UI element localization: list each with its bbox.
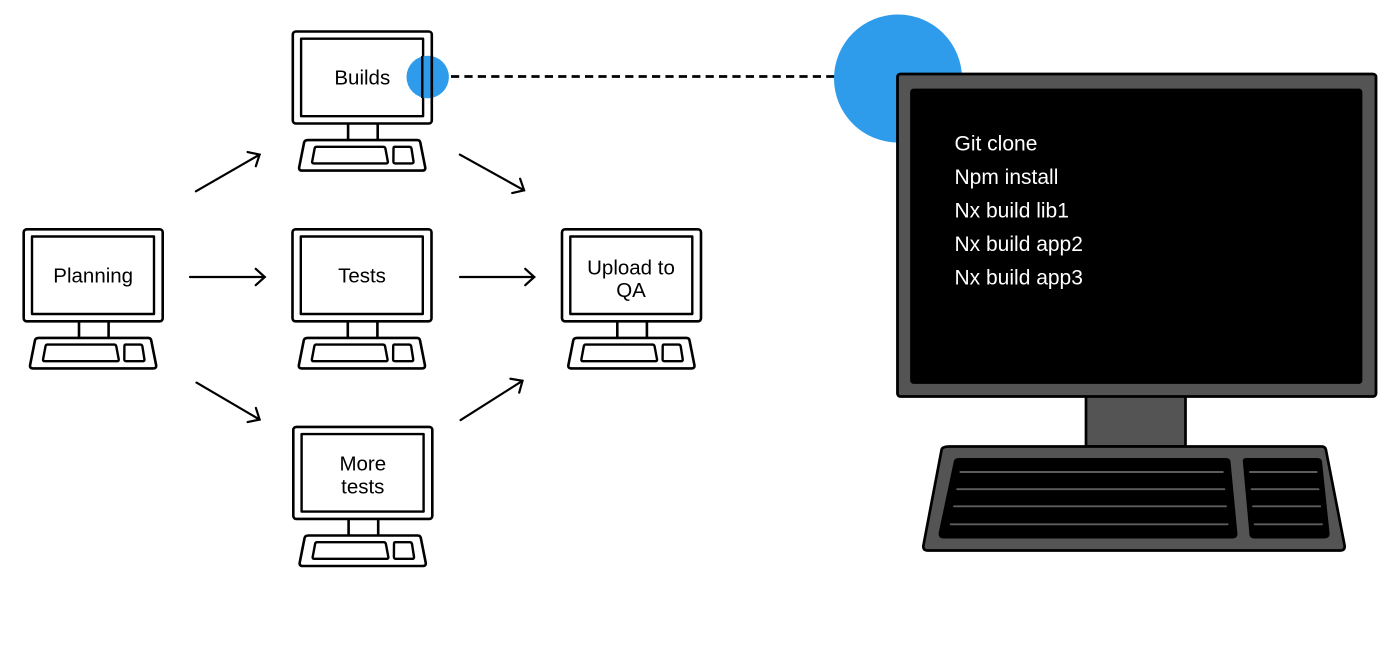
- svg-text:Npm install: Npm install: [955, 166, 1059, 189]
- svg-text:tests: tests: [341, 475, 384, 498]
- svg-text:More: More: [339, 452, 386, 475]
- svg-text:Builds: Builds: [334, 67, 390, 90]
- svg-text:QA: QA: [616, 279, 646, 302]
- svg-text:Nx build app3: Nx build app3: [955, 267, 1083, 290]
- svg-text:Upload to: Upload to: [587, 257, 675, 280]
- svg-text:Tests: Tests: [338, 264, 386, 287]
- svg-text:Git clone: Git clone: [955, 133, 1038, 156]
- svg-text:Nx build app2: Nx build app2: [955, 233, 1083, 256]
- svg-text:Planning: Planning: [53, 264, 133, 287]
- svg-text:Nx build lib1: Nx build lib1: [955, 200, 1069, 223]
